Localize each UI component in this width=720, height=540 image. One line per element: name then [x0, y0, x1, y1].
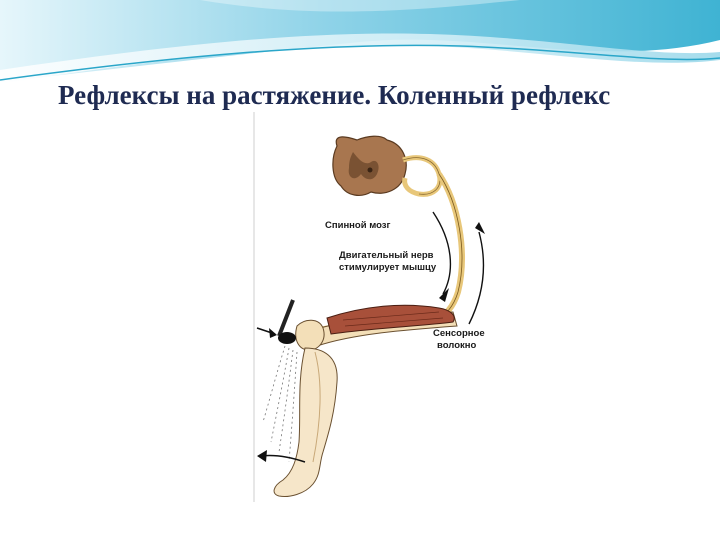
shin-bone [312, 351, 321, 463]
sensory-arrow [468, 231, 485, 325]
label-motor-nerve-line2: стимулирует мышцу [339, 262, 437, 273]
motor-arrow-head [439, 288, 449, 302]
label-spinal-cord: Спинной мозг [325, 220, 390, 231]
label-motor-nerve-line1: Двигательный нерв [339, 250, 434, 261]
kick-arrow-head [257, 450, 267, 462]
knee-reflex-figure: Спинной мозг Двигательный нерв стимулиру… [253, 112, 485, 502]
muscle-fibers [342, 311, 444, 327]
lower-leg [273, 347, 338, 497]
label-sensory-fiber-line2: волокно [437, 340, 476, 351]
reflex-hammer [277, 299, 296, 344]
motion-lines [262, 345, 298, 463]
knee-joint [295, 319, 325, 351]
sensory-arrow-head [475, 222, 485, 234]
quadriceps-muscle [326, 304, 455, 335]
hammer-strike-arrow-head [269, 328, 277, 338]
wave-header-decoration [0, 0, 720, 84]
slide-title: Рефлексы на растяжение. Коленный рефлекс [58, 80, 611, 110]
spinal-cord-section [332, 135, 407, 196]
nerve-root [402, 155, 443, 197]
motor-arrow [432, 211, 452, 295]
label-sensory-fiber-line1: Сенсорное [433, 328, 485, 339]
